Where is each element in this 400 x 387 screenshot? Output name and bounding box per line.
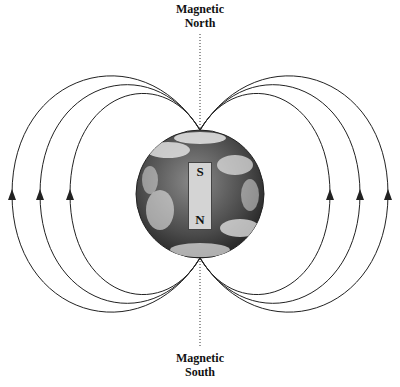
pole-label: Magnetic North [163,3,237,31]
arrowhead [326,189,334,200]
cloud [241,179,259,211]
cloud [146,190,174,230]
clouds [142,132,260,257]
arrowhead [384,189,392,200]
pole-letter: S [196,165,203,179]
arrowhead [356,189,364,200]
cloud [142,166,158,194]
earth-disc [136,130,264,258]
cloud [220,219,260,237]
arrowhead [36,189,44,200]
bar-magnet: SN [188,162,212,230]
cloud [170,243,230,257]
pole-label: Magnetic South [163,352,237,380]
pole-letter: N [195,213,204,227]
arrowhead [8,189,16,200]
cloud [146,142,190,158]
axis-line [200,258,201,348]
axis-line [200,34,201,130]
arrowhead [66,189,74,200]
cloud [217,155,253,175]
earth-globe [136,130,264,258]
cloud [174,132,226,144]
